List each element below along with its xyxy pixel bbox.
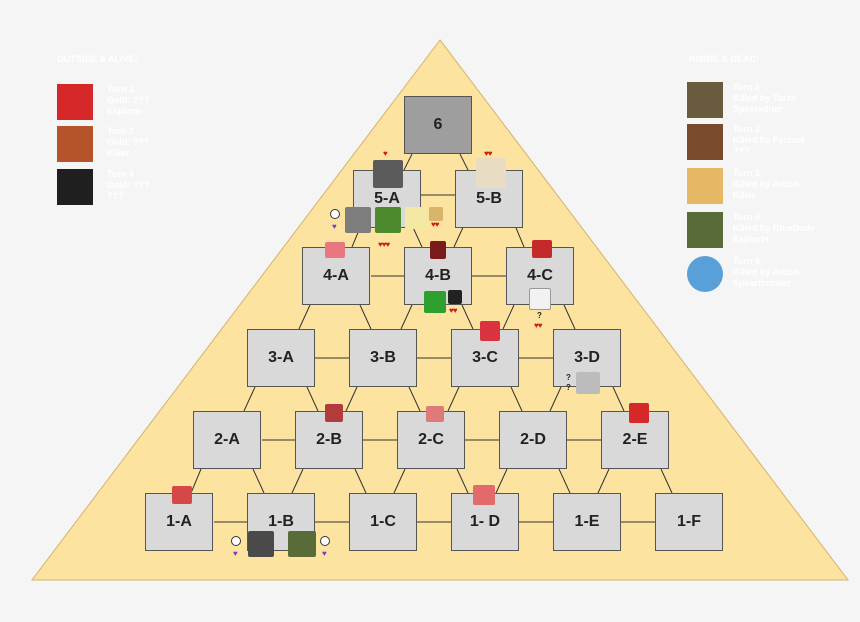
- room-1-c[interactable]: 1-C: [349, 493, 417, 551]
- pirate-token[interactable]: [430, 241, 446, 259]
- outside-entry: Turn 4 Gold: ??? ???: [57, 169, 217, 207]
- player-avatar: [57, 84, 93, 120]
- knight-token[interactable]: [345, 207, 371, 233]
- inside-entry: Turn 2 Killed by Tarzh Spearadner: [687, 82, 847, 120]
- purple-heart-icon: ♥: [322, 549, 327, 558]
- entry-text: Turn 4 Killed by Anton Spearthrower: [733, 256, 799, 288]
- hearts-indicator: ♥♥: [484, 149, 492, 158]
- entry-text: Turn 3 Killed by Anton Killer: [733, 168, 799, 200]
- dark-creature-token[interactable]: [248, 531, 274, 557]
- skull-icon: [320, 536, 330, 546]
- entry-text: Turn 2 Gold: ??? Killer: [107, 126, 150, 158]
- purple-heart-icon: ♥: [332, 222, 337, 231]
- room-3-a[interactable]: 3-A: [247, 329, 315, 387]
- entry-text: Turn 4 Gold: ??? ???: [107, 169, 150, 201]
- room-1-e[interactable]: 1-E: [553, 493, 621, 551]
- purple-heart-icon: ♥: [233, 549, 238, 558]
- player-avatar: [687, 168, 723, 204]
- unknown-marker: ?: [566, 373, 571, 382]
- inside-entry: Turn 3 Killed by Anton Killer: [687, 168, 847, 206]
- hearts-indicator: ♥♥: [534, 321, 542, 330]
- entry-text: Turn 1 Gold: ??? Explorer: [107, 84, 150, 116]
- room-2-b[interactable]: 2-B: [295, 411, 363, 469]
- room-1-f[interactable]: 1-F: [655, 493, 723, 551]
- red-monster-token[interactable]: [532, 240, 552, 258]
- inside-panel-title: INSIDE & DEAD:: [689, 54, 760, 64]
- entry-text: Turn 2 Killed by Tarzh Spearadner: [733, 82, 797, 114]
- green-token[interactable]: [375, 207, 401, 233]
- outside-entry: Turn 1 Gold: ??? Explorer: [57, 84, 217, 122]
- hearts-indicator: ♥: [383, 149, 388, 158]
- inside-entry: Turn 4 Killed by BlueDude Explorer: [687, 212, 847, 250]
- player-avatar: [57, 126, 93, 162]
- red-monster-token[interactable]: [426, 406, 444, 422]
- player-avatar: [687, 256, 723, 292]
- dog-token[interactable]: [476, 158, 506, 188]
- skull-icon: [330, 209, 340, 219]
- cat-token[interactable]: [529, 288, 551, 310]
- skull-icon: [231, 536, 241, 546]
- red-monster-token[interactable]: [473, 485, 495, 505]
- hearts-indicator: ♥♥: [431, 220, 439, 229]
- tent-token[interactable]: [405, 207, 427, 229]
- room-6[interactable]: 6: [404, 96, 472, 154]
- hearts-indicator: ♥♥: [449, 306, 457, 315]
- inside-entry: Turn 4 Killed by Anton Spearthrower: [687, 256, 847, 294]
- unknown-marker: ?: [537, 311, 542, 320]
- red-monster-token[interactable]: [325, 242, 345, 258]
- connector-lines: [190, 153, 673, 523]
- red-monster-token[interactable]: [325, 404, 343, 422]
- player-avatar: [687, 82, 723, 118]
- red-monster-token[interactable]: [172, 486, 192, 504]
- hearts-indicator: ♥♥♥: [378, 240, 390, 249]
- red-monster-token[interactable]: [629, 403, 649, 423]
- raccoon-token[interactable]: [373, 160, 403, 188]
- outside-entry: Turn 2 Gold: ??? Killer: [57, 126, 217, 164]
- entry-text: Turn 4 Killed by BlueDude Explorer: [733, 212, 816, 244]
- player-avatar: [687, 212, 723, 248]
- room-3-b[interactable]: 3-B: [349, 329, 417, 387]
- figure-token[interactable]: [448, 290, 462, 304]
- room-2-a[interactable]: 2-A: [193, 411, 261, 469]
- red-monster-token[interactable]: [480, 321, 500, 341]
- shark-token[interactable]: [576, 372, 600, 394]
- outside-panel-title: OUTSIDE & ALIVE:: [57, 54, 138, 64]
- player-avatar: [687, 124, 723, 160]
- map-token[interactable]: [429, 207, 443, 221]
- mossy-creature-token[interactable]: [288, 531, 316, 557]
- entry-text: Turn 2 Killed by Factual ???: [733, 124, 805, 156]
- room-2-d[interactable]: 2-D: [499, 411, 567, 469]
- player-avatar: [57, 169, 93, 205]
- frog-token[interactable]: [424, 291, 446, 313]
- unknown-marker: ?: [566, 383, 571, 392]
- inside-entry: Turn 2 Killed by Factual ???: [687, 124, 847, 162]
